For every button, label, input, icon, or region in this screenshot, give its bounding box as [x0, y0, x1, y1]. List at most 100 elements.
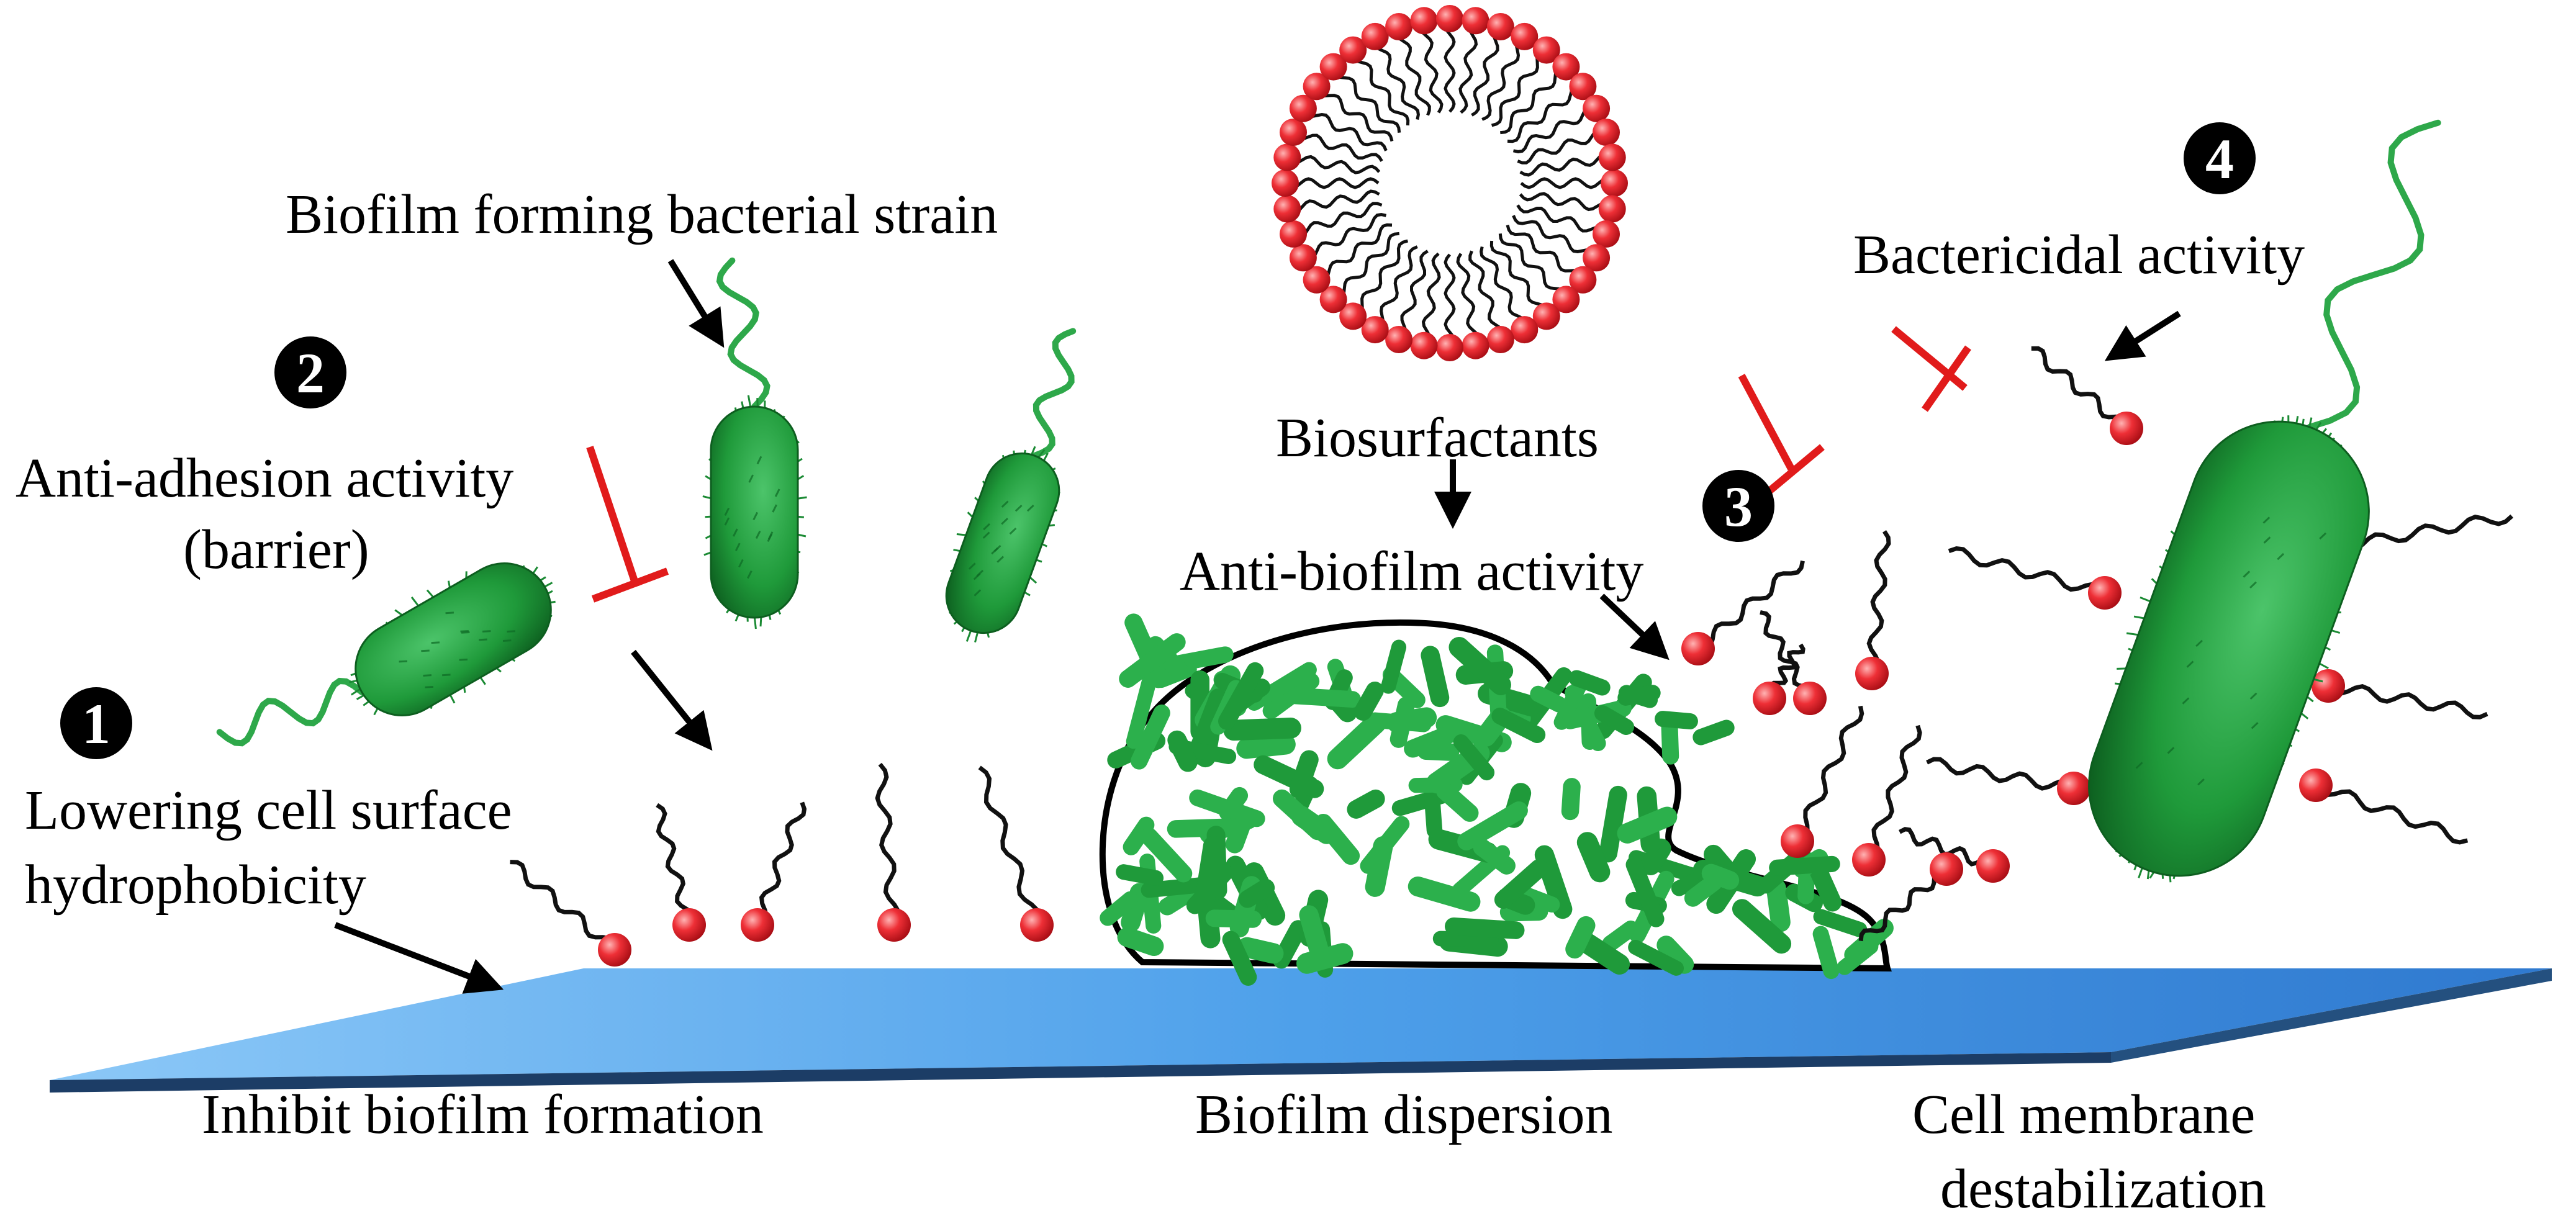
micelle-head: [1280, 119, 1307, 146]
surfactant-head: [1753, 682, 1786, 715]
micelle-head: [1593, 220, 1620, 248]
micelle-head: [1290, 244, 1317, 271]
label-barrier: (barrier): [183, 519, 369, 580]
surfactant-head: [741, 908, 774, 942]
micelle-head: [1487, 13, 1514, 40]
surfactant-head: [672, 908, 706, 942]
surfactant-head: [877, 908, 911, 942]
micelle-head: [1487, 326, 1514, 353]
micelle-head: [1411, 7, 1438, 34]
flagellum: [720, 261, 767, 407]
arrow-to-strain: [671, 261, 720, 341]
micelle-head: [1436, 5, 1463, 32]
surfactant-tail: [2328, 686, 2487, 717]
surfactant-head: [2057, 772, 2090, 805]
step-marker-1: 1: [60, 687, 132, 759]
svg-text:3: 3: [1724, 475, 1753, 538]
surfactant-head: [1793, 682, 1827, 715]
surfactant-tail: [1797, 706, 1862, 842]
svg-text:1: 1: [82, 692, 111, 755]
biofilm-mass: [1096, 611, 1897, 989]
arrow-to-biofilm-edge: [1602, 596, 1664, 655]
bacterium: [703, 261, 807, 629]
micelle-head: [1436, 334, 1463, 361]
surfactant-head: [1852, 843, 1886, 877]
label-lowering-line1: Lowering cell surface: [25, 780, 512, 841]
bacterium: [2050, 83, 2517, 914]
step-marker-3: 3: [1702, 470, 1774, 542]
micelle-tail: [1492, 50, 1547, 125]
micelle-tail: [1521, 194, 1612, 210]
micelle-tail: [1507, 225, 1583, 280]
biofilm-cell: [1561, 777, 1581, 821]
flagellum: [2285, 108, 2462, 441]
surfactant-tail: [2316, 785, 2467, 842]
micelle-tail: [1424, 254, 1440, 346]
label-membrane-line2: destabilization: [1940, 1158, 2266, 1220]
micelle-head: [1280, 220, 1307, 248]
surfactant-tail: [1869, 531, 1889, 674]
micelle-tail: [1287, 157, 1379, 173]
surfactant-head: [2299, 769, 2333, 802]
surfactant-tail: [2031, 348, 2126, 428]
inhibit-symbol-bactericidal: [1894, 329, 1968, 410]
micelle-head: [1411, 332, 1438, 359]
dispersing-cell: [1654, 710, 1699, 730]
micelle-tail: [1317, 86, 1392, 141]
flagellum: [219, 658, 363, 765]
surfactant-tail: [1927, 759, 2074, 788]
step-marker-4: 4: [2184, 122, 2256, 194]
flagellum: [1016, 327, 1091, 460]
surfactant-tail: [980, 767, 1039, 925]
surfactant-head: [1020, 908, 1054, 942]
micelle-tail: [1285, 179, 1378, 187]
micelle-head: [1273, 144, 1301, 171]
surfactant-tail: [510, 862, 615, 950]
label-inhibit: Inhibit biofilm formation: [202, 1084, 764, 1145]
surfactant-tail: [1698, 561, 1803, 649]
surfactant-head: [1781, 824, 1814, 858]
surfactant-head: [1855, 657, 1889, 690]
micelle-head: [1511, 316, 1538, 343]
micelle-tail: [1521, 179, 1614, 187]
label-strain: Biofilm forming bacterial strain: [286, 184, 998, 245]
svg-text:4: 4: [2205, 127, 2234, 191]
label-dispersion: Biofilm dispersion: [1195, 1084, 1613, 1145]
arrow-to-surface: [335, 925, 497, 987]
label-biosurfactants: Biosurfactants: [1276, 407, 1599, 469]
micelle-head: [1593, 119, 1620, 146]
surfactant-head: [598, 933, 631, 967]
surface-slab: [50, 968, 2552, 1093]
micelle-tail: [1421, 20, 1442, 112]
micelle-tail: [1353, 241, 1408, 316]
micelle-tail: [1460, 20, 1476, 112]
biosurfactant-micelle: [1272, 5, 1628, 361]
surfactant-head: [1930, 852, 1963, 886]
svg-text:2: 2: [296, 341, 325, 405]
micelle-head: [1599, 196, 1626, 223]
label-anti-biofilm: Anti-biofilm activity: [1180, 541, 1643, 602]
surfactant-tail: [757, 803, 805, 925]
micelle-head: [1462, 332, 1489, 359]
inhibit-symbol-adhesion: [590, 447, 667, 599]
surfactant-head: [2312, 669, 2345, 703]
micelle-head: [1273, 196, 1301, 223]
micelle-head: [1583, 95, 1610, 122]
surfactant-tail: [1949, 549, 2105, 593]
micelle-tail: [1287, 191, 1379, 212]
micelle-tail: [1521, 155, 1612, 175]
micelle-head: [1599, 144, 1626, 171]
step-marker-2: 2: [274, 336, 346, 408]
surfactant-tail: [877, 764, 898, 925]
arrow-to-surfactant-tail: [2111, 313, 2179, 357]
micelle-head: [1601, 169, 1628, 197]
surfactant-head: [2088, 576, 2122, 610]
bacterium: [923, 317, 1121, 657]
biofilm-cell: [1205, 909, 1262, 928]
micelle-head: [1272, 169, 1299, 197]
micelle-head: [1462, 7, 1489, 34]
micelle-tail: [1458, 254, 1478, 346]
surfactant-head: [2110, 412, 2143, 445]
